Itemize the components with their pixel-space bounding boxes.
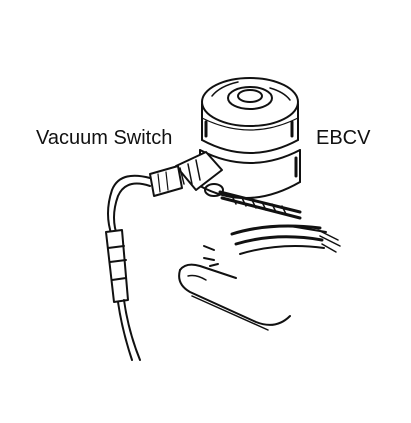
air-leak-marks	[203, 245, 219, 267]
finger-illustration	[178, 263, 291, 331]
ebcv-valve-body	[199, 77, 301, 200]
label-ebcv: EBCV	[316, 127, 371, 149]
label-vacuum-switch: Vacuum Switch	[36, 127, 173, 149]
vacuum-switch-wire	[105, 174, 151, 361]
vacuum-hose	[230, 224, 341, 255]
vacuum-switch-fitting	[149, 151, 302, 220]
